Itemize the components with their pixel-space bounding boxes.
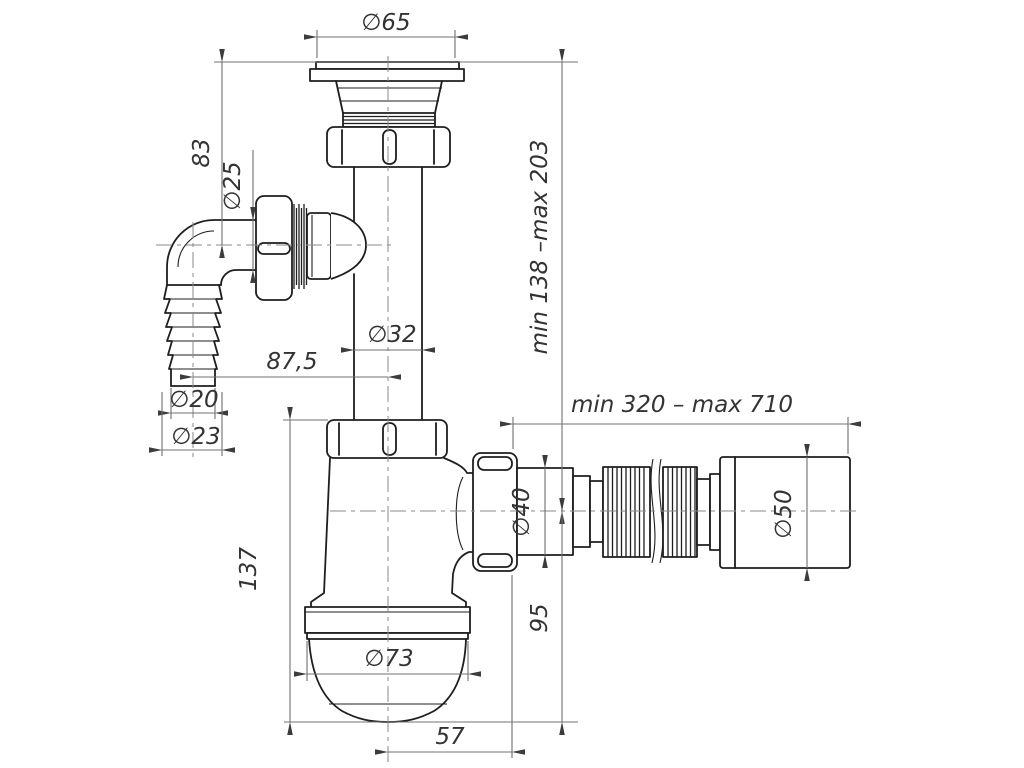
dim-outlet-drop: 95 — [527, 498, 565, 735]
dim-pipe-diameter: ∅32 — [341, 322, 435, 353]
hose-barb-diameter-label: ∅23 — [171, 424, 220, 450]
dim-outlet-nut-diameter: ∅40 — [509, 455, 548, 568]
centerlines — [156, 56, 860, 762]
corrugated-pipe — [602, 458, 698, 564]
inlet-elbow — [166, 219, 257, 286]
outlet-drop-label: 95 — [527, 603, 553, 632]
trap-body — [310, 457, 474, 608]
dim-inlet-diameter: ∅25 — [220, 150, 256, 283]
inlet-diameter-label: ∅25 — [220, 161, 246, 210]
top-lock-nut — [326, 126, 451, 168]
inlet-branch-nut — [255, 195, 293, 301]
dim-outlet-offset: 57 — [375, 575, 525, 758]
dim-branch-offset: 87,5 — [180, 349, 401, 380]
pipe-break-symbol — [650, 458, 664, 564]
dim-hose-barb-diameter: ∅23 — [149, 392, 235, 456]
dim-outlet-length-range: min 320 – max 710 — [500, 392, 861, 454]
outlet-length-range-label: min 320 – max 710 — [571, 392, 793, 418]
dim-height-range: min 138 –max 203 — [527, 49, 565, 524]
body-height-label: 137 — [236, 547, 262, 591]
cup-diameter-label: ∅73 — [364, 646, 413, 672]
top-diameter-label: ∅65 — [361, 10, 410, 36]
branch-offset-label: 87,5 — [266, 349, 317, 375]
outlet-end-diameter-label: ∅50 — [771, 489, 797, 538]
dim-hose-tip-diameter: ∅20 — [158, 387, 228, 419]
tailpipe — [353, 166, 423, 421]
pipe-diameter-label: ∅32 — [367, 322, 416, 348]
sink-strainer — [309, 61, 465, 128]
inlet-branch-thread — [293, 204, 308, 289]
strainer-thread — [342, 112, 436, 128]
outlet-offset-label: 57 — [435, 724, 465, 750]
dim-inlet-height: 83 — [189, 49, 225, 258]
dim-body-height: 137 — [236, 407, 328, 735]
hose-tip-diameter-label: ∅20 — [169, 387, 218, 413]
inlet-height-label: 83 — [189, 138, 215, 167]
end-connector — [696, 456, 851, 569]
dim-outlet-end-diameter: ∅50 — [771, 444, 810, 581]
dim-cup-diameter: ∅73 — [294, 641, 481, 681]
dim-top-diameter: ∅65 — [304, 10, 468, 58]
outlet-nut-diameter-label: ∅40 — [509, 487, 535, 536]
inlet-branch-socket — [306, 212, 367, 280]
trap-nut — [326, 419, 448, 459]
height-range-label: min 138 –max 203 — [527, 140, 553, 355]
outlet-nut — [472, 452, 518, 572]
